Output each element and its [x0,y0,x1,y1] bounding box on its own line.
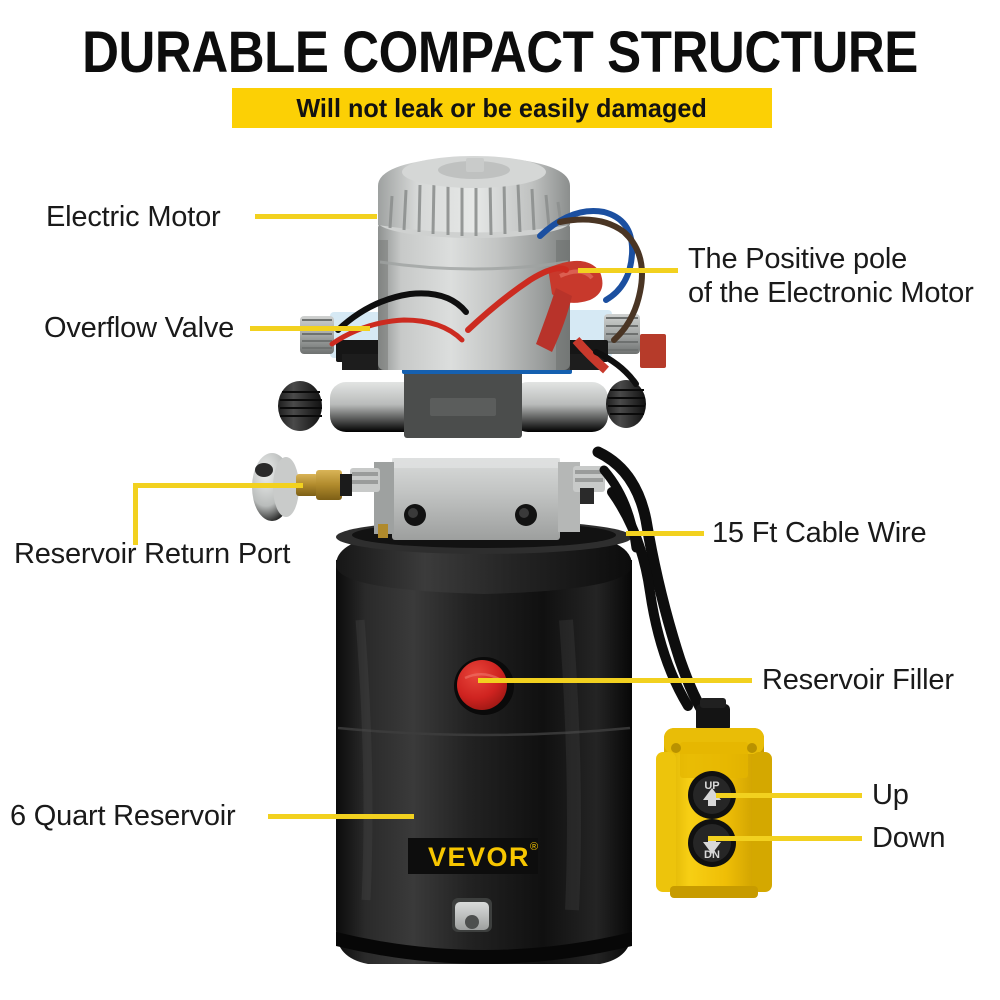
callout-label-positive-pole-line2: of the Electronic Motor [688,277,974,309]
callout-label-electric-motor: Electric Motor [46,201,221,233]
callout-label-down: Down [872,822,946,854]
callout-label-reservoir-return-port: Reservoir Return Port [14,538,291,570]
leader-line-down [708,836,862,841]
leader-line-positive-pole [578,268,678,273]
leader-line-up [716,793,862,798]
manifold-block [350,458,605,540]
brand-registered-mark: ® [530,841,538,853]
callout-label-cable-wire: 15 Ft Cable Wire [712,517,927,549]
pendant-remote: UP DN [656,698,772,898]
motor-wiring [329,208,645,387]
drain-plug [452,898,492,932]
solenoid-coil-right [536,310,666,370]
callout-label-positive-pole-line1: The Positive pole [688,243,908,275]
leader-line-return-port-horizontal [133,483,303,488]
callout-label-up: Up [872,779,909,811]
overflow-valve-assembly [278,358,646,438]
leader-line-overflow-valve [250,326,370,331]
subtitle-banner-text: Will not leak or be easily damaged [296,92,708,123]
leader-line-six-quart-reservoir [268,814,414,819]
reservoir-tank [336,520,632,964]
leader-line-electric-motor [255,214,377,219]
subtitle-banner: Will not leak or be easily damaged [232,88,772,128]
reservoir-filler-cap [454,657,514,715]
brand-label: VEVOR ® [408,838,538,874]
leader-line-cable-wire [626,531,704,536]
pendant-down-label: DN [704,849,720,861]
pendant-up-label: UP [704,780,719,792]
page-title: DURABLE COMPACT STRUCTURE [82,20,918,85]
brand-name: VEVOR [428,842,530,872]
callout-label-six-quart-reservoir: 6 Quart Reservoir [10,800,236,832]
positive-pole-terminal [536,260,609,374]
control-cable [592,446,712,722]
electric-motor [378,156,570,370]
leader-line-return-port-vertical [133,483,138,545]
callout-label-reservoir-filler: Reservoir Filler [762,664,954,696]
callout-label-overflow-valve: Overflow Valve [44,312,235,344]
solenoid-coil-left [300,312,404,370]
leader-line-reservoir-filler [478,678,752,683]
